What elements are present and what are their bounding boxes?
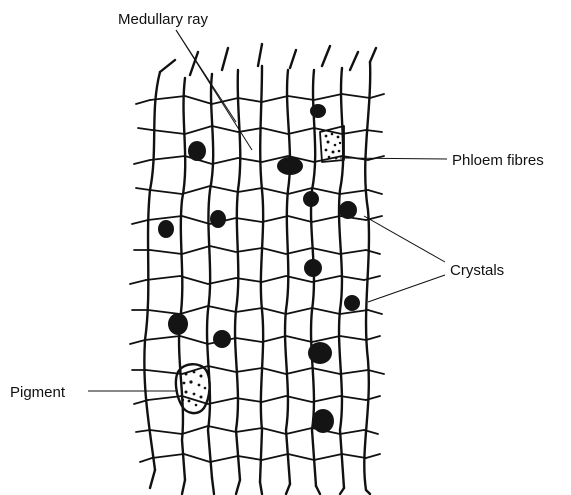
- leader-crystals-2: [368, 275, 445, 302]
- crystal: [277, 157, 303, 175]
- top-edge: [160, 44, 376, 75]
- label-medullary-ray: Medullary ray: [118, 11, 209, 28]
- tissue-outline-left: [144, 72, 160, 470]
- horizontal-walls: [145, 94, 370, 462]
- label-crystals: Crystals: [450, 262, 504, 279]
- crystal: [304, 259, 322, 277]
- cell-walls: [130, 44, 384, 494]
- crystal: [168, 313, 188, 335]
- leader-lines: [88, 30, 447, 391]
- label-phloem-fibres: Phloem fibres: [452, 152, 544, 169]
- crystal: [339, 201, 357, 219]
- tissue-outline-right: [364, 62, 370, 490]
- crystal: [158, 220, 174, 238]
- crystal: [188, 141, 206, 161]
- crystal: [210, 210, 226, 228]
- crystal: [308, 342, 332, 364]
- leader-medullary-ray-2: [176, 30, 252, 150]
- crystal: [213, 330, 231, 348]
- crystal: [312, 409, 334, 433]
- crystal: [310, 104, 326, 118]
- crystal-deposits: [158, 104, 360, 433]
- label-pigment: Pigment: [10, 384, 66, 401]
- crystal: [344, 295, 360, 311]
- crystal: [303, 191, 319, 207]
- leader-crystals-1: [364, 216, 445, 262]
